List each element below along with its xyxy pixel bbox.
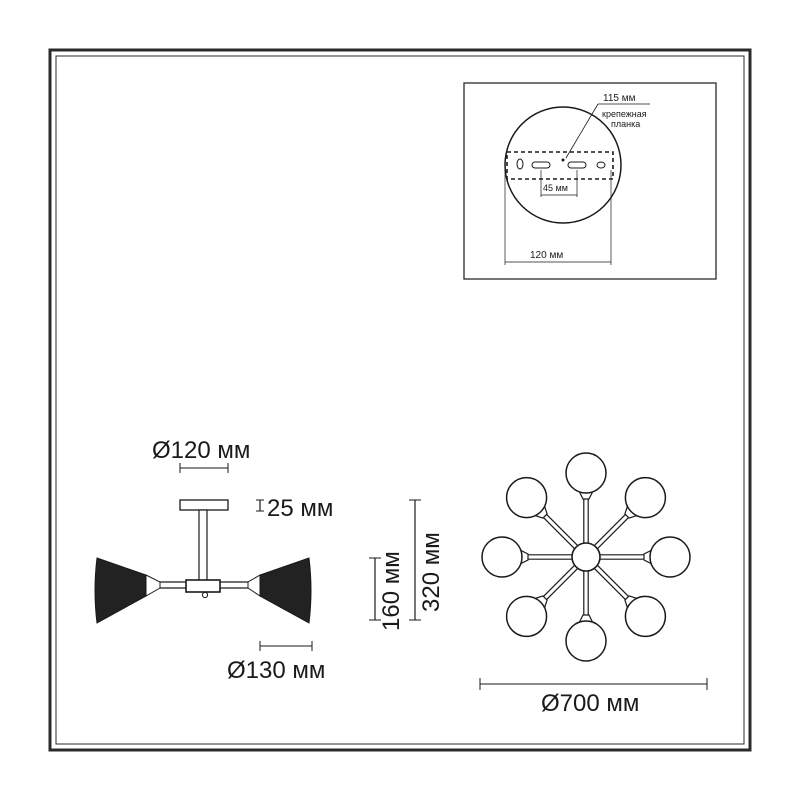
- globe-shade: [649, 536, 691, 578]
- stem: [198, 509, 208, 583]
- inner-frame: [55, 55, 745, 745]
- top-view-arms: [481, 452, 691, 662]
- min-height-label: 160 мм: [378, 551, 405, 631]
- globe-shade: [565, 620, 607, 662]
- plate-center-dot: [561, 158, 565, 162]
- mounting-plate-inset: 115 мм крепежная планка 45 мм 120 мм: [463, 82, 717, 280]
- arm-rod: [593, 568, 627, 601]
- arm-rod: [542, 516, 575, 550]
- plate-slot: [531, 161, 551, 169]
- canopy-height-label: 25 мм: [267, 495, 333, 522]
- shade-diameter-label: Ø130 мм: [227, 657, 325, 684]
- plate-slot: [567, 161, 587, 169]
- mounting-plate: [506, 151, 614, 180]
- plate-hole: [516, 158, 524, 170]
- outer-frame: [48, 48, 752, 752]
- arm-rod: [597, 516, 630, 550]
- hole-spacing-label: 45 мм: [543, 183, 568, 193]
- arm-rod: [545, 568, 579, 601]
- canopy-circle: [504, 106, 622, 224]
- arm-rod: [542, 564, 575, 598]
- max-height-label: 320 мм: [418, 532, 445, 612]
- arm-rod: [593, 513, 627, 546]
- top-view-hub: [571, 542, 601, 572]
- shade-left: [94, 557, 151, 624]
- overall-diameter-label: Ø700 мм: [541, 690, 639, 717]
- shade-left-holder: [145, 574, 161, 597]
- plate-caption: крепежная: [602, 109, 647, 119]
- central-hub: [185, 579, 221, 593]
- plate-hole: [596, 161, 606, 169]
- canopy-diameter-label: 120 мм: [530, 250, 563, 261]
- height-dimensions: 160 мм 320 мм: [369, 499, 445, 631]
- side-view: Ø120 мм 25 мм Ø130 мм: [94, 437, 333, 684]
- inset-frame: [463, 82, 717, 280]
- canopy: [179, 499, 229, 511]
- arm-rod: [597, 564, 630, 598]
- globe-shade: [624, 595, 667, 638]
- plate-width-leader: [565, 103, 599, 159]
- plate-caption: планка: [611, 119, 640, 129]
- globe-shade: [505, 476, 548, 519]
- globe-shade: [624, 476, 667, 519]
- globe-shade: [565, 452, 607, 494]
- globe-shade: [481, 536, 523, 578]
- canopy-diameter-dim: Ø120 мм: [152, 437, 250, 464]
- plate-width-label: 115 мм: [603, 93, 636, 104]
- arm-rod: [545, 513, 579, 546]
- top-view: Ø700 мм: [479, 452, 708, 717]
- globe-shade: [505, 595, 548, 638]
- hub-screw: [201, 591, 209, 599]
- shade-right-holder: [247, 574, 261, 597]
- shade-right: [255, 557, 312, 624]
